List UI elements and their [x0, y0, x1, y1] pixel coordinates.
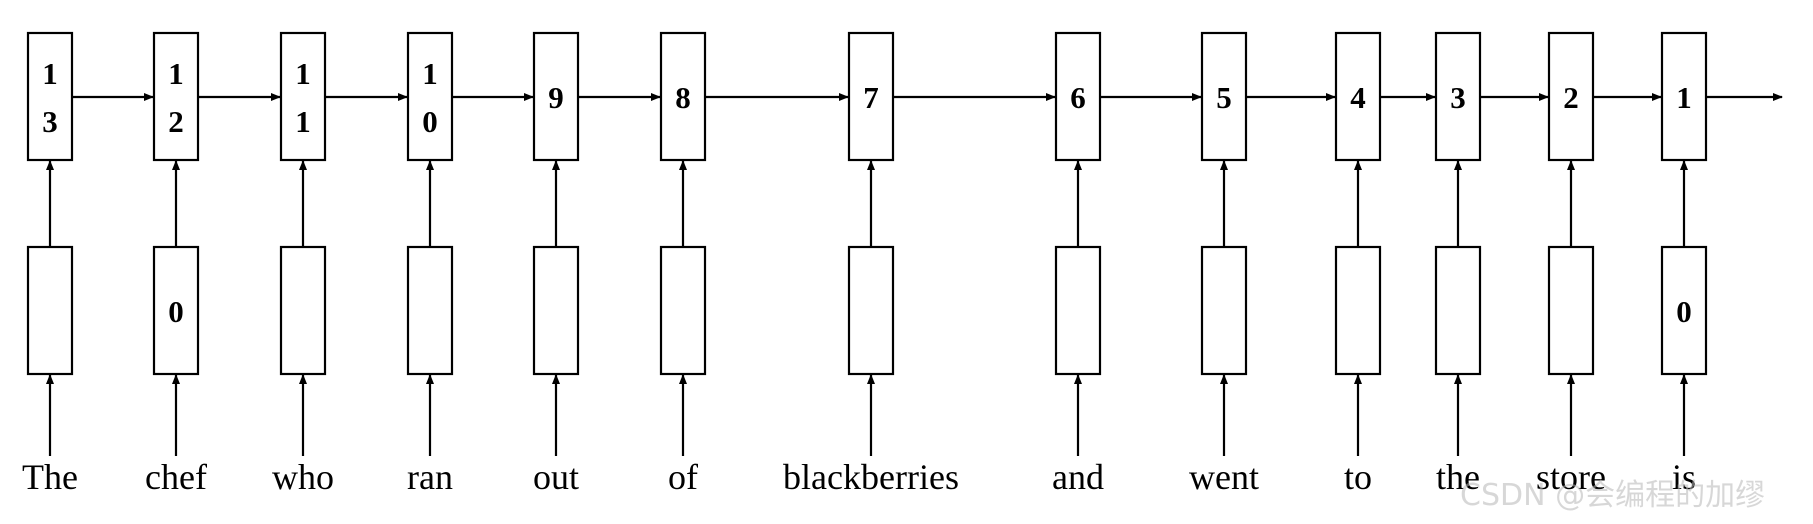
bottom-cell	[406, 245, 454, 376]
input-word: the	[1436, 457, 1480, 497]
bottom-cell	[847, 245, 895, 376]
input-word: blackberries	[783, 457, 959, 497]
bottom-cell	[1660, 245, 1708, 376]
top-cell-digit: 1	[295, 56, 311, 91]
input-word: chef	[145, 457, 207, 497]
input-word: The	[22, 457, 78, 497]
top-cell-digit: 0	[422, 104, 438, 139]
bottom-cell	[1547, 245, 1595, 376]
top-cell	[1334, 31, 1382, 162]
bottom-cell	[279, 245, 327, 376]
input-word: of	[668, 457, 698, 497]
top-cell-value: 9	[548, 80, 564, 115]
top-cell	[1200, 31, 1248, 162]
top-cell-value: 3	[1450, 80, 1466, 115]
top-cell	[847, 31, 895, 162]
top-cell	[1054, 31, 1102, 162]
arrows-layer	[46, 93, 1783, 456]
top-cell	[26, 31, 74, 162]
input-word: out	[533, 457, 579, 497]
top-cell	[532, 31, 580, 162]
input-word: who	[272, 457, 334, 497]
top-cell-value: 7	[863, 80, 879, 115]
top-cell-value: 5	[1216, 80, 1232, 115]
top-cell	[1547, 31, 1595, 162]
watermark: CSDN @会编程的加缪	[1460, 478, 1765, 513]
top-cell	[1434, 31, 1482, 162]
top-cell-digit: 1	[168, 56, 184, 91]
input-word: to	[1344, 457, 1372, 497]
cells-layer	[26, 31, 1708, 376]
bottom-cell-value: 0	[168, 294, 184, 329]
input-word: ran	[407, 457, 453, 497]
input-word: went	[1189, 457, 1259, 497]
top-cell-value: 8	[675, 80, 691, 115]
top-cell-digit: 1	[42, 56, 58, 91]
top-cell	[152, 31, 200, 162]
top-cell-digit: 1	[295, 104, 311, 139]
top-cell	[406, 31, 454, 162]
bottom-cell	[532, 245, 580, 376]
top-cell	[1660, 31, 1708, 162]
top-cell-value: 1	[1676, 80, 1692, 115]
bottom-cell-value: 0	[1676, 294, 1692, 329]
bottom-cell	[26, 245, 74, 376]
bottom-cell	[1200, 245, 1248, 376]
top-cell	[279, 31, 327, 162]
bottom-cell	[659, 245, 707, 376]
input-word: is	[1672, 457, 1696, 497]
top-cell-value: 6	[1070, 80, 1086, 115]
bottom-cell	[1334, 245, 1382, 376]
bottom-cell	[1434, 245, 1482, 376]
input-word: store	[1536, 457, 1606, 497]
bottom-cell	[1054, 245, 1102, 376]
top-cell-digit: 3	[42, 104, 58, 139]
top-cell-value: 4	[1350, 80, 1366, 115]
top-cell-digit: 1	[422, 56, 438, 91]
top-cell	[659, 31, 707, 162]
input-word: and	[1052, 457, 1104, 497]
bottom-cell	[152, 245, 200, 376]
top-cell-digit: 2	[168, 104, 184, 139]
top-cell-value: 2	[1563, 80, 1579, 115]
